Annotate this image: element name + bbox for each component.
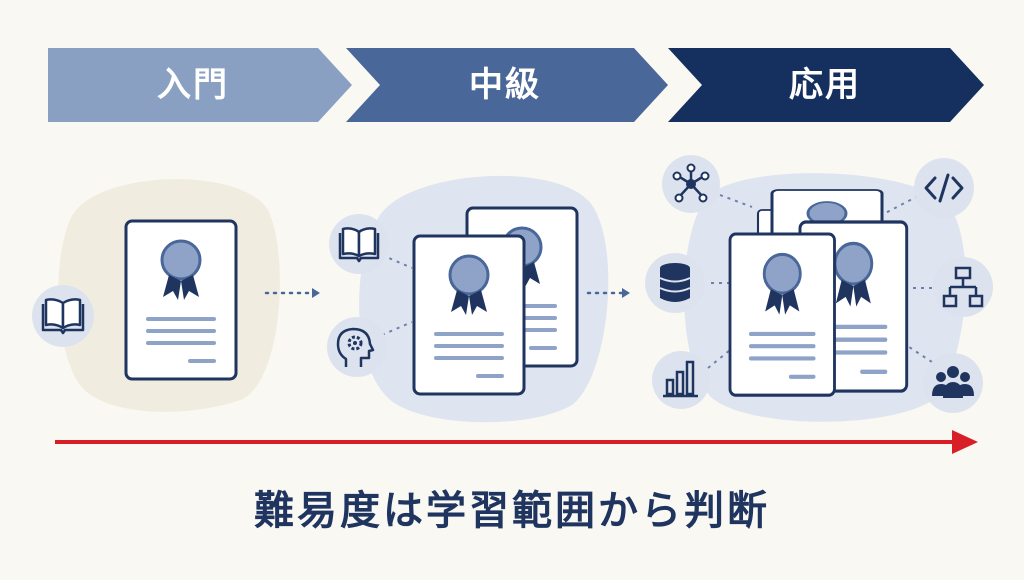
code-icon	[914, 158, 974, 218]
caption: 難易度は学習範囲から判断	[254, 488, 770, 534]
hierarchy-icon	[933, 257, 993, 317]
stage-label-intermediate: 中級	[469, 65, 541, 105]
intermediate-certificates	[412, 206, 579, 396]
network-icon	[662, 155, 720, 213]
people-group-icon	[923, 353, 983, 413]
icon-links	[381, 194, 940, 369]
connector-beginner-to-intermediate	[264, 288, 320, 298]
bar-chart-icon	[652, 351, 710, 409]
head-gear-icon	[327, 317, 387, 377]
open-book-icon	[329, 214, 389, 274]
connector-intermediate-to-advanced	[586, 288, 630, 298]
database-icon	[645, 253, 705, 313]
stage-label-beginner: 入門	[157, 65, 229, 105]
stage-chevron-intermediate	[346, 48, 668, 122]
open-book-icon	[32, 285, 94, 347]
stage-chevron-beginner	[48, 48, 352, 122]
stage-label-advanced: 応用	[789, 65, 861, 105]
stage-chevron-advanced	[668, 48, 984, 122]
progression-arrow	[55, 430, 978, 454]
beginner-certificate	[124, 219, 238, 381]
